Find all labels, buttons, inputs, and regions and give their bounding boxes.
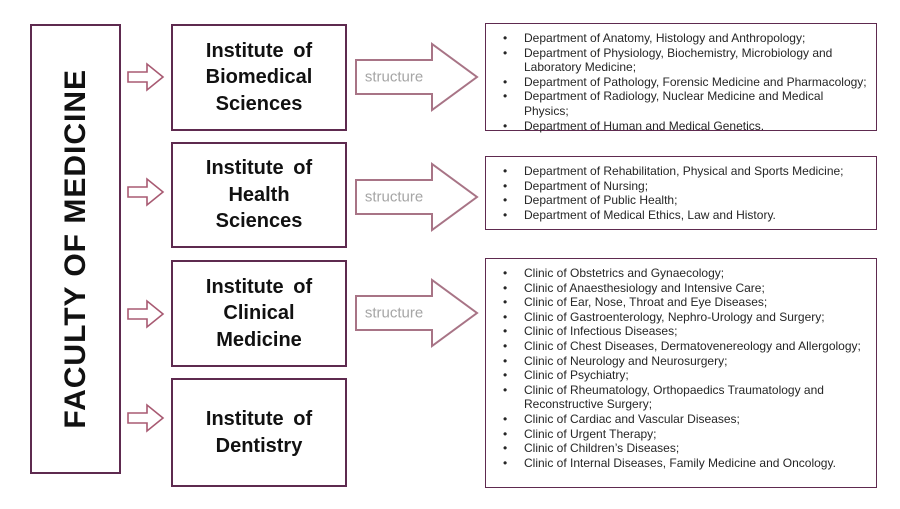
department-list-biomedical: Department of Anatomy, Histology and Ant… (485, 23, 877, 133)
clinic-list-item: Clinic of Obstetrics and Gynaecology; (486, 266, 870, 281)
clinic-list-item: Clinic of Infectious Diseases; (486, 324, 870, 339)
clinic-list-clinical-medicine: Clinic of Obstetrics and Gynaecology;Cli… (485, 258, 877, 488)
institute-label: Institute of Health Sciences (205, 157, 313, 233)
clinic-list-item: Clinic of Children’s Diseases; (486, 441, 870, 456)
faculty-arrow-icon (127, 403, 165, 433)
clinic-list-item: Clinic of Psychiatry; (486, 368, 870, 383)
clinic-list-item: Clinic of Cardiac and Vascular Diseases; (486, 412, 870, 427)
department-list-item: Department of Physiology, Biochemistry, … (486, 46, 870, 75)
structure-arrow-icon: structure (355, 41, 479, 113)
department-list-health: Department of Rehabilitation, Physical a… (485, 156, 877, 230)
clinic-list-item: Clinic of Neurology and Neurosurgery; (486, 354, 870, 369)
department-list-item: Department of Anatomy, Histology and Ant… (486, 31, 870, 46)
institute-label: Institute of Biomedical Sciences (205, 39, 313, 115)
department-list: Department of Anatomy, Histology and Ant… (486, 24, 876, 137)
structure-arrow-icon: structure (355, 277, 479, 349)
institute-box-biomedical-sciences: Institute of Biomedical Sciences (171, 24, 347, 131)
clinic-list-item: Clinic of Anaesthesiology and Intensive … (486, 281, 870, 296)
department-list-item: Department of Medical Ethics, Law and Hi… (486, 208, 870, 223)
clinic-list-item: Clinic of Internal Diseases, Family Medi… (486, 456, 870, 471)
institute-label: Institute of Clinical Medicine (205, 275, 313, 351)
institute-box-clinical-medicine: Institute of Clinical Medicine (171, 260, 347, 367)
clinic-list-item: Clinic of Chest Diseases, Dermatovenereo… (486, 339, 870, 354)
faculty-box: FACULTY OF MEDICINE (30, 24, 121, 474)
faculty-label: FACULTY OF MEDICINE (58, 69, 92, 429)
institute-box-dentistry: Institute of Dentistry (171, 378, 347, 487)
structure-arrow-label: structure (364, 68, 424, 86)
clinic-list: Clinic of Obstetrics and Gynaecology;Cli… (486, 259, 876, 474)
faculty-arrow-icon (127, 177, 165, 207)
department-list-item: Department of Rehabilitation, Physical a… (486, 164, 870, 179)
structure-arrow-icon: structure (355, 161, 479, 233)
faculty-arrow-icon (127, 62, 165, 92)
clinic-list-item: Clinic of Ear, Nose, Throat and Eye Dise… (486, 295, 870, 310)
structure-arrow-label: structure (364, 188, 424, 206)
structure-arrow-label: structure (364, 304, 424, 322)
department-list-item: Department of Radiology, Nuclear Medicin… (486, 89, 870, 118)
institute-box-health-sciences: Institute of Health Sciences (171, 142, 347, 248)
institute-label: Institute of Dentistry (205, 408, 313, 457)
department-list-item: Department of Human and Medical Genetics… (486, 119, 870, 134)
department-list-item: Department of Public Health; (486, 193, 870, 208)
faculty-arrow-icon (127, 299, 165, 329)
clinic-list-item: Clinic of Urgent Therapy; (486, 427, 870, 442)
clinic-list-item: Clinic of Rheumatology, Orthopaedics Tra… (486, 383, 870, 412)
department-list-item: Department of Nursing; (486, 179, 870, 194)
department-list: Department of Rehabilitation, Physical a… (486, 157, 876, 226)
department-list-item: Department of Pathology, Forensic Medici… (486, 75, 870, 90)
clinic-list-item: Clinic of Gastroenterology, Nephro-Urolo… (486, 310, 870, 325)
